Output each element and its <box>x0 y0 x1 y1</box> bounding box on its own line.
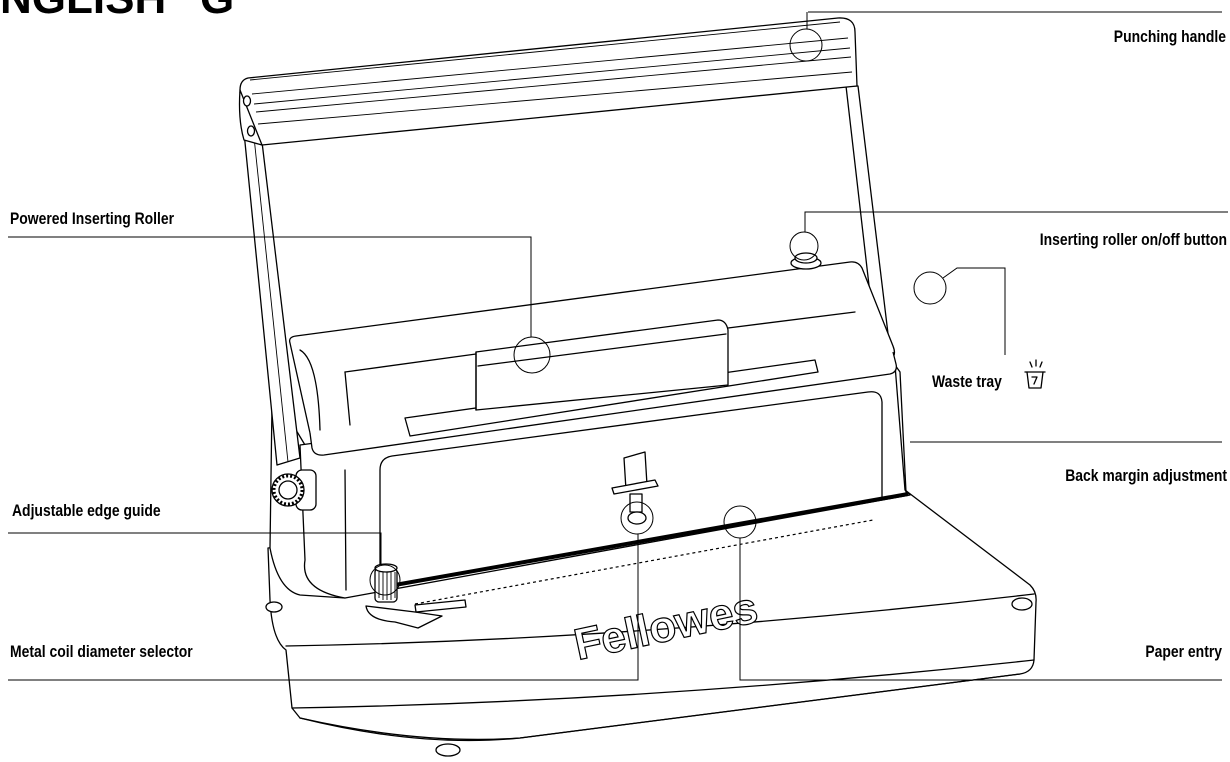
foot-left <box>265 601 283 613</box>
handle-hole-lower <box>246 125 256 137</box>
machine: Fellowes <box>238 17 1037 757</box>
label-punching-handle: Punching handle <box>1114 28 1227 47</box>
callout-powered-inserting-roller: Powered Inserting Roller <box>8 210 551 374</box>
label-back-margin: Back margin adjustment <box>1065 467 1227 486</box>
trash-bin-icon <box>1024 359 1046 389</box>
label-edge-guide: Adjustable edge guide <box>12 502 161 521</box>
foot-right <box>1011 597 1033 611</box>
label-coil-selector: Metal coil diameter selector <box>10 643 193 662</box>
handle-pivot-knob <box>271 469 317 511</box>
label-powered-inserting-roller: Powered Inserting Roller <box>10 210 174 229</box>
callout-paper-entry: Paper entry <box>723 505 1222 681</box>
label-roller-button: Inserting roller on/off button <box>1040 231 1227 250</box>
edge-guide-scale <box>414 599 467 613</box>
coil-diameter-selector <box>611 451 659 525</box>
punching-handle-bar <box>238 17 858 146</box>
header-language: NGLISH <box>0 0 166 23</box>
callout-back-margin: Back margin adjustment <box>910 441 1227 486</box>
header-mark: G <box>200 0 234 23</box>
handle-left-arm <box>239 91 301 466</box>
front-panel-recess <box>379 391 883 591</box>
handle-hole-upper <box>242 95 252 107</box>
callout-coil-selector: Metal coil diameter selector <box>8 501 654 681</box>
label-paper-entry: Paper entry <box>1145 643 1222 662</box>
callout-edge-guide: Adjustable edge guide <box>8 502 401 596</box>
label-waste-tray: Waste tray <box>932 373 1002 392</box>
roller-housing <box>288 252 898 456</box>
callout-roller-button: Inserting roller on/off button <box>789 211 1228 261</box>
page-header: NGLISH G <box>0 0 234 23</box>
machine-body <box>299 364 911 599</box>
foot-front <box>435 743 461 757</box>
callout-waste-tray: Waste tray <box>913 267 1046 392</box>
callout-punching-handle: Punching handle <box>789 11 1227 62</box>
paper-slot <box>377 492 909 590</box>
roller-button <box>790 252 822 270</box>
